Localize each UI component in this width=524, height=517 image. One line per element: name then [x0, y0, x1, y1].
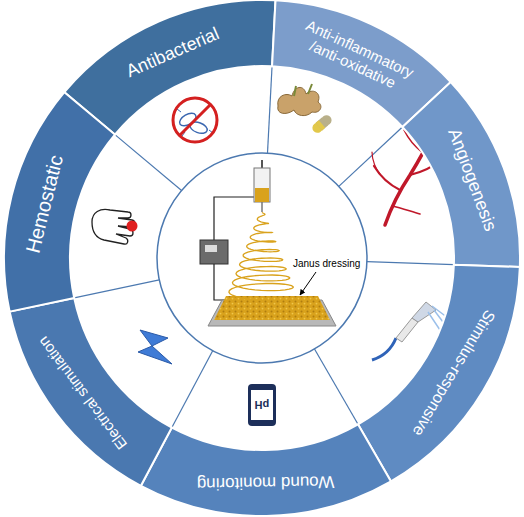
phone-icon	[248, 384, 276, 426]
electrospinning-setup	[200, 160, 336, 326]
callout-label: Janus dressing	[292, 258, 361, 269]
icon-dividers	[74, 66, 454, 427]
lightning-icon	[138, 330, 172, 364]
divider-line	[74, 280, 159, 298]
segment-label: Anti-inflammatory /anti-oxidative	[283, 11, 428, 102]
segment-title: Stimulus-responsive	[410, 307, 499, 440]
segment-title: Hemostatic	[22, 153, 68, 255]
screen-text: pH	[254, 399, 271, 411]
segment-band	[141, 424, 391, 516]
vessel-icon	[372, 128, 450, 225]
divider-line	[367, 262, 454, 265]
divider-line	[315, 349, 359, 424]
divider-line	[115, 135, 182, 191]
segment-band	[4, 92, 115, 311]
segment-band	[358, 265, 520, 482]
segment-band	[10, 298, 172, 486]
hand-icon	[92, 210, 138, 245]
segment-title: Wound monitoring	[197, 471, 335, 492]
center-circle	[157, 153, 367, 363]
segment-label: Stimulus-responsive	[396, 285, 512, 462]
segment-band	[402, 82, 520, 267]
segment-title: Electrical stimulation	[36, 333, 131, 452]
segment-band	[272, 0, 451, 127]
segment-band	[64, 0, 275, 135]
segment-title: Angiogenesis	[444, 125, 500, 233]
segment-title: Anti-inflammatory /anti-oxidative	[284, 11, 429, 102]
divider-line	[339, 127, 403, 186]
antibacterial-icon	[173, 98, 217, 142]
divider-line	[267, 66, 272, 153]
inner-ring	[70, 66, 454, 450]
ginger-icon	[278, 84, 334, 135]
segment-label: Wound monitoring	[168, 471, 363, 493]
lamp-icon	[372, 302, 448, 360]
divider-line	[172, 351, 213, 428]
segment-label: Electrical stimulation	[26, 321, 141, 465]
segment-title: Antibacterial	[123, 24, 222, 82]
segment-label: Hemostatic	[13, 117, 77, 292]
segment-label: Antibacterial	[87, 8, 258, 97]
segment-label: Angiogenesis	[436, 106, 507, 253]
